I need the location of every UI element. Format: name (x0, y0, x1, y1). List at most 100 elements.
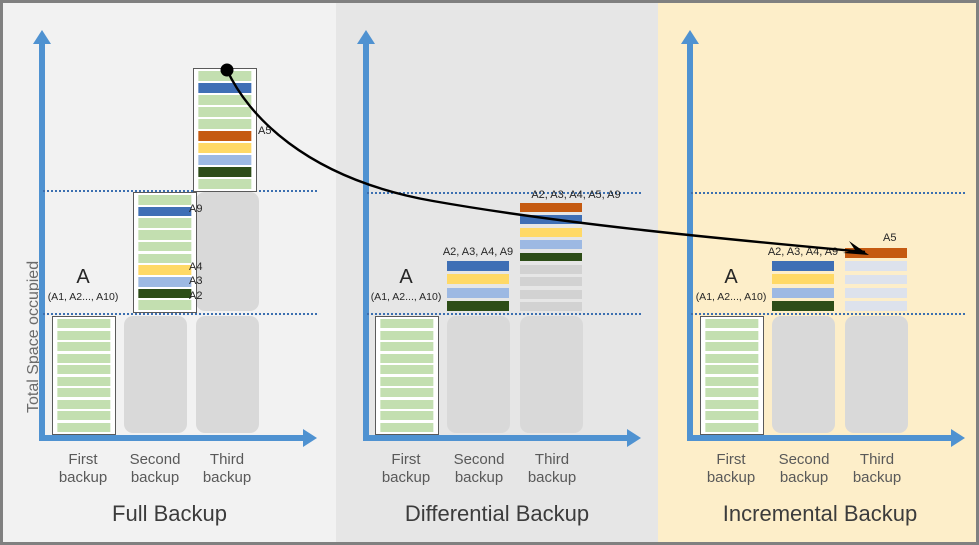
y-axis-arrow-diff (357, 30, 375, 44)
gridline-upper-inc (691, 192, 965, 194)
stripe-green (57, 330, 111, 340)
side-label-full2-a2: A2 (189, 290, 203, 302)
side-label-full3-a5: A5 (258, 125, 272, 137)
stripe-green (138, 241, 192, 252)
stripe-blue (447, 261, 509, 271)
stripe-green (380, 399, 434, 409)
cat-full-first: First backup (58, 451, 108, 486)
stripe-yellow (772, 274, 834, 285)
y-axis-arrow-inc (681, 30, 699, 44)
stripe-green (380, 422, 434, 432)
stripe-green (705, 411, 759, 421)
placeholder-diff-2a (447, 316, 510, 433)
x-axis-arrow-inc (951, 429, 965, 447)
stripe-green (705, 388, 759, 398)
stripe-green (57, 388, 111, 398)
stripe-green (57, 353, 111, 363)
stripe-green (380, 388, 434, 398)
stripe-green (380, 330, 434, 340)
stripe-green (138, 195, 192, 205)
stripe-green (705, 330, 759, 340)
title-incremental-backup: Incremental Backup (722, 501, 918, 526)
stripe-blue (772, 261, 834, 271)
label-full-A-sub: (A1, A2..., A10) (47, 291, 119, 303)
placeholder-inc-3a (845, 316, 908, 433)
stripe-green (380, 342, 434, 352)
bar-diff-third (520, 203, 582, 311)
cat-inc-first: First backup (706, 451, 756, 486)
title-full-backup: Full Backup (112, 501, 227, 526)
stripe-green (138, 300, 192, 310)
stripe-green (380, 353, 434, 363)
stripe-green (57, 399, 111, 409)
stripe-gray (520, 302, 582, 311)
stripe-green (57, 376, 111, 386)
cat-inc-third: Third backup (852, 451, 902, 486)
stripe-darkgreen (772, 301, 834, 311)
stripe-orange (198, 131, 252, 141)
stripe-green (138, 230, 192, 240)
x-axis-inc (687, 435, 955, 441)
stripe-green (380, 376, 434, 386)
stripe-gray (520, 289, 582, 299)
cat-diff-first: First backup (381, 451, 431, 486)
stripe-lightblue (198, 155, 252, 165)
stripe-darkgreen (520, 252, 582, 262)
stripe-green (198, 179, 252, 189)
stripe-graylight (845, 301, 907, 311)
stripe-blue (198, 83, 252, 93)
stripe-green (57, 342, 111, 352)
stripe-green (705, 319, 759, 329)
bar-inc-third (845, 248, 907, 311)
stripe-green (57, 411, 111, 421)
stripe-green (198, 107, 252, 117)
side-label-full2-a4: A4 (189, 261, 203, 273)
stripe-gray (520, 264, 582, 274)
stripe-graylight (845, 274, 907, 285)
placeholder-diff-3a (520, 316, 583, 433)
label-inc-A-sub: (A1, A2..., A10) (695, 291, 767, 303)
stripe-yellow (138, 265, 192, 275)
stripe-green (198, 71, 252, 81)
placeholder-full-3b (196, 192, 259, 311)
y-axis-inc (687, 43, 693, 441)
stripe-green (380, 411, 434, 421)
title-differential-backup: Differential Backup (404, 501, 590, 526)
y-axis-full (39, 43, 45, 441)
side-label-full2-a9: A9 (189, 203, 203, 215)
stripe-green (705, 365, 759, 375)
group-label-inc-third: A5 (883, 232, 897, 244)
stripe-green (57, 422, 111, 432)
stripe-yellow (447, 274, 509, 285)
stripe-green (57, 319, 111, 329)
cat-full-third: Third backup (202, 451, 252, 486)
placeholder-full-3a (196, 316, 259, 433)
group-label-diff-third: A2, A3, A4, A5, A9 (531, 189, 621, 201)
bar-diff-first (375, 316, 439, 435)
stripe-green (57, 365, 111, 375)
gridline-lower-full (43, 313, 317, 315)
stripe-lightblue (447, 287, 509, 298)
stripe-green (198, 119, 252, 129)
stripe-darkgreen (447, 301, 509, 311)
stripe-green (138, 253, 192, 264)
bar-inc-second (772, 261, 834, 311)
side-label-full2-a3: A3 (189, 275, 203, 287)
stripe-gray (520, 277, 582, 287)
y-axis-arrow-full (33, 30, 51, 44)
bar-full-third (193, 68, 257, 192)
label-inc-A: A (724, 266, 738, 288)
cat-full-second: Second backup (129, 451, 181, 486)
stripe-green (705, 399, 759, 409)
stripe-darkgreen (138, 288, 192, 299)
y-axis-diff (363, 43, 369, 441)
gridline-lower-diff (367, 313, 641, 315)
stripe-blue (520, 215, 582, 225)
stripe-lightblue (772, 287, 834, 298)
stripe-green (705, 422, 759, 432)
stripe-darkgreen (198, 167, 252, 177)
stripe-green (705, 353, 759, 363)
stripe-lightblue (520, 240, 582, 250)
label-diff-A-sub: (A1, A2..., A10) (370, 291, 442, 303)
